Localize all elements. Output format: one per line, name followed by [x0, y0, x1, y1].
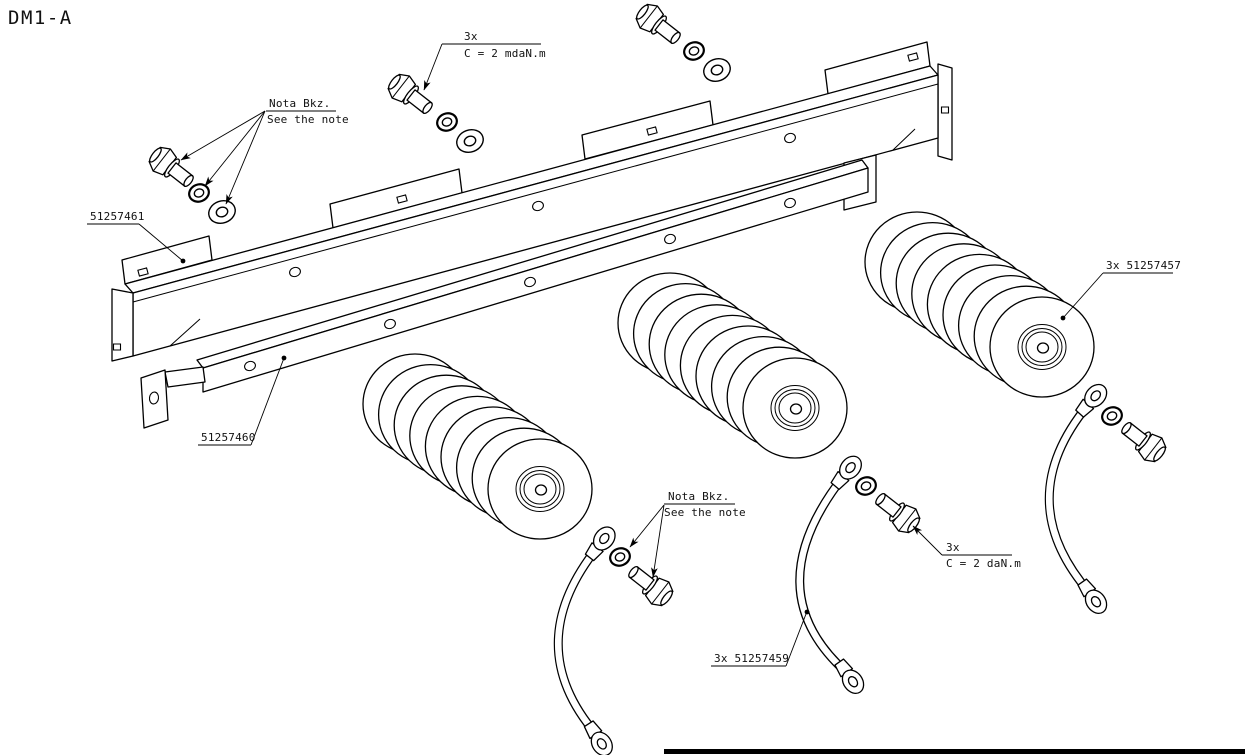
- lock-washer: [185, 180, 213, 206]
- leader-arrow: [180, 111, 265, 160]
- note-left-title: Nota Bkz.: [269, 97, 330, 110]
- leader-line: [1063, 273, 1103, 318]
- tab-slot: [647, 127, 657, 135]
- upper-rail: [112, 42, 952, 361]
- torque-right-qty: 3x: [946, 541, 960, 554]
- ground-cable-left: [558, 522, 621, 755]
- note-bottom-title: Nota Bkz.: [668, 490, 729, 503]
- leader-arrow: [226, 111, 265, 205]
- leader-line: [251, 358, 284, 445]
- part-number-lower-rail: 51257460: [201, 431, 256, 444]
- leader-line: [139, 224, 183, 261]
- leader-arrow: [424, 44, 442, 91]
- lower-rail: [141, 155, 876, 428]
- note-left-subtitle: See the note: [267, 113, 349, 126]
- end-plate-slot: [114, 344, 121, 350]
- hex-bolt: [630, 0, 688, 52]
- flat-washer: [204, 196, 240, 228]
- sheet-border-bottom: [664, 749, 1245, 754]
- leader-arrow: [630, 505, 664, 548]
- tab-slot: [138, 268, 148, 276]
- insulator-left: [362, 353, 593, 540]
- leader-line: [786, 614, 806, 666]
- rail-hole: [243, 360, 256, 372]
- torque-top-value: C = 2 mdaN.m: [464, 47, 546, 60]
- insulator-right: [864, 211, 1095, 398]
- lower-rail-bracket-arm: [165, 367, 205, 387]
- leader-arrow: [651, 505, 664, 578]
- rail-hole: [531, 200, 544, 212]
- rail-hole: [523, 276, 536, 288]
- rail-hole: [663, 233, 676, 245]
- hex-bolt: [1114, 414, 1172, 468]
- part-dot: [804, 609, 810, 615]
- bracket-hole: [149, 391, 160, 404]
- hex-bolt: [143, 141, 201, 195]
- leader-arrow: [912, 525, 942, 555]
- tab-slot: [908, 53, 918, 61]
- part-number-insulator: 3x 51257457: [1106, 259, 1181, 272]
- ground-cable-middle: [800, 451, 869, 699]
- part-dot: [1060, 315, 1066, 321]
- flat-washer: [452, 125, 488, 157]
- lock-washer: [433, 109, 461, 135]
- lock-washer: [680, 38, 708, 64]
- torque-top-qty: 3x: [464, 30, 478, 43]
- flat-washer: [699, 54, 735, 86]
- rail-hole: [783, 197, 796, 209]
- rail-end-plate-left: [112, 289, 133, 361]
- part-dot: [180, 258, 186, 264]
- part-number-upper-rail: 51257461: [90, 210, 145, 223]
- leader-lines: [87, 44, 1173, 666]
- rail-hole: [783, 132, 796, 144]
- drawing-title: DM1-A: [8, 7, 73, 29]
- hex-bolt: [621, 558, 679, 612]
- lock-washer: [1098, 403, 1126, 429]
- end-plate-slot: [942, 107, 949, 113]
- hex-bolt: [382, 68, 440, 122]
- insulator-middle: [617, 272, 848, 459]
- lock-washer: [852, 473, 880, 499]
- ground-cable-right: [1049, 379, 1112, 619]
- part-dot: [281, 355, 287, 361]
- rail-hole: [288, 266, 301, 278]
- lock-washer: [606, 544, 634, 570]
- torque-right-value: C = 2 daN.m: [946, 557, 1021, 570]
- note-bottom-subtitle: See the note: [664, 506, 746, 519]
- part-number-cable: 3x 51257459: [714, 652, 789, 665]
- rail-hole: [383, 318, 396, 330]
- hex-bolt: [868, 485, 926, 539]
- tab-slot: [397, 195, 407, 203]
- leader-arrow: [205, 111, 265, 187]
